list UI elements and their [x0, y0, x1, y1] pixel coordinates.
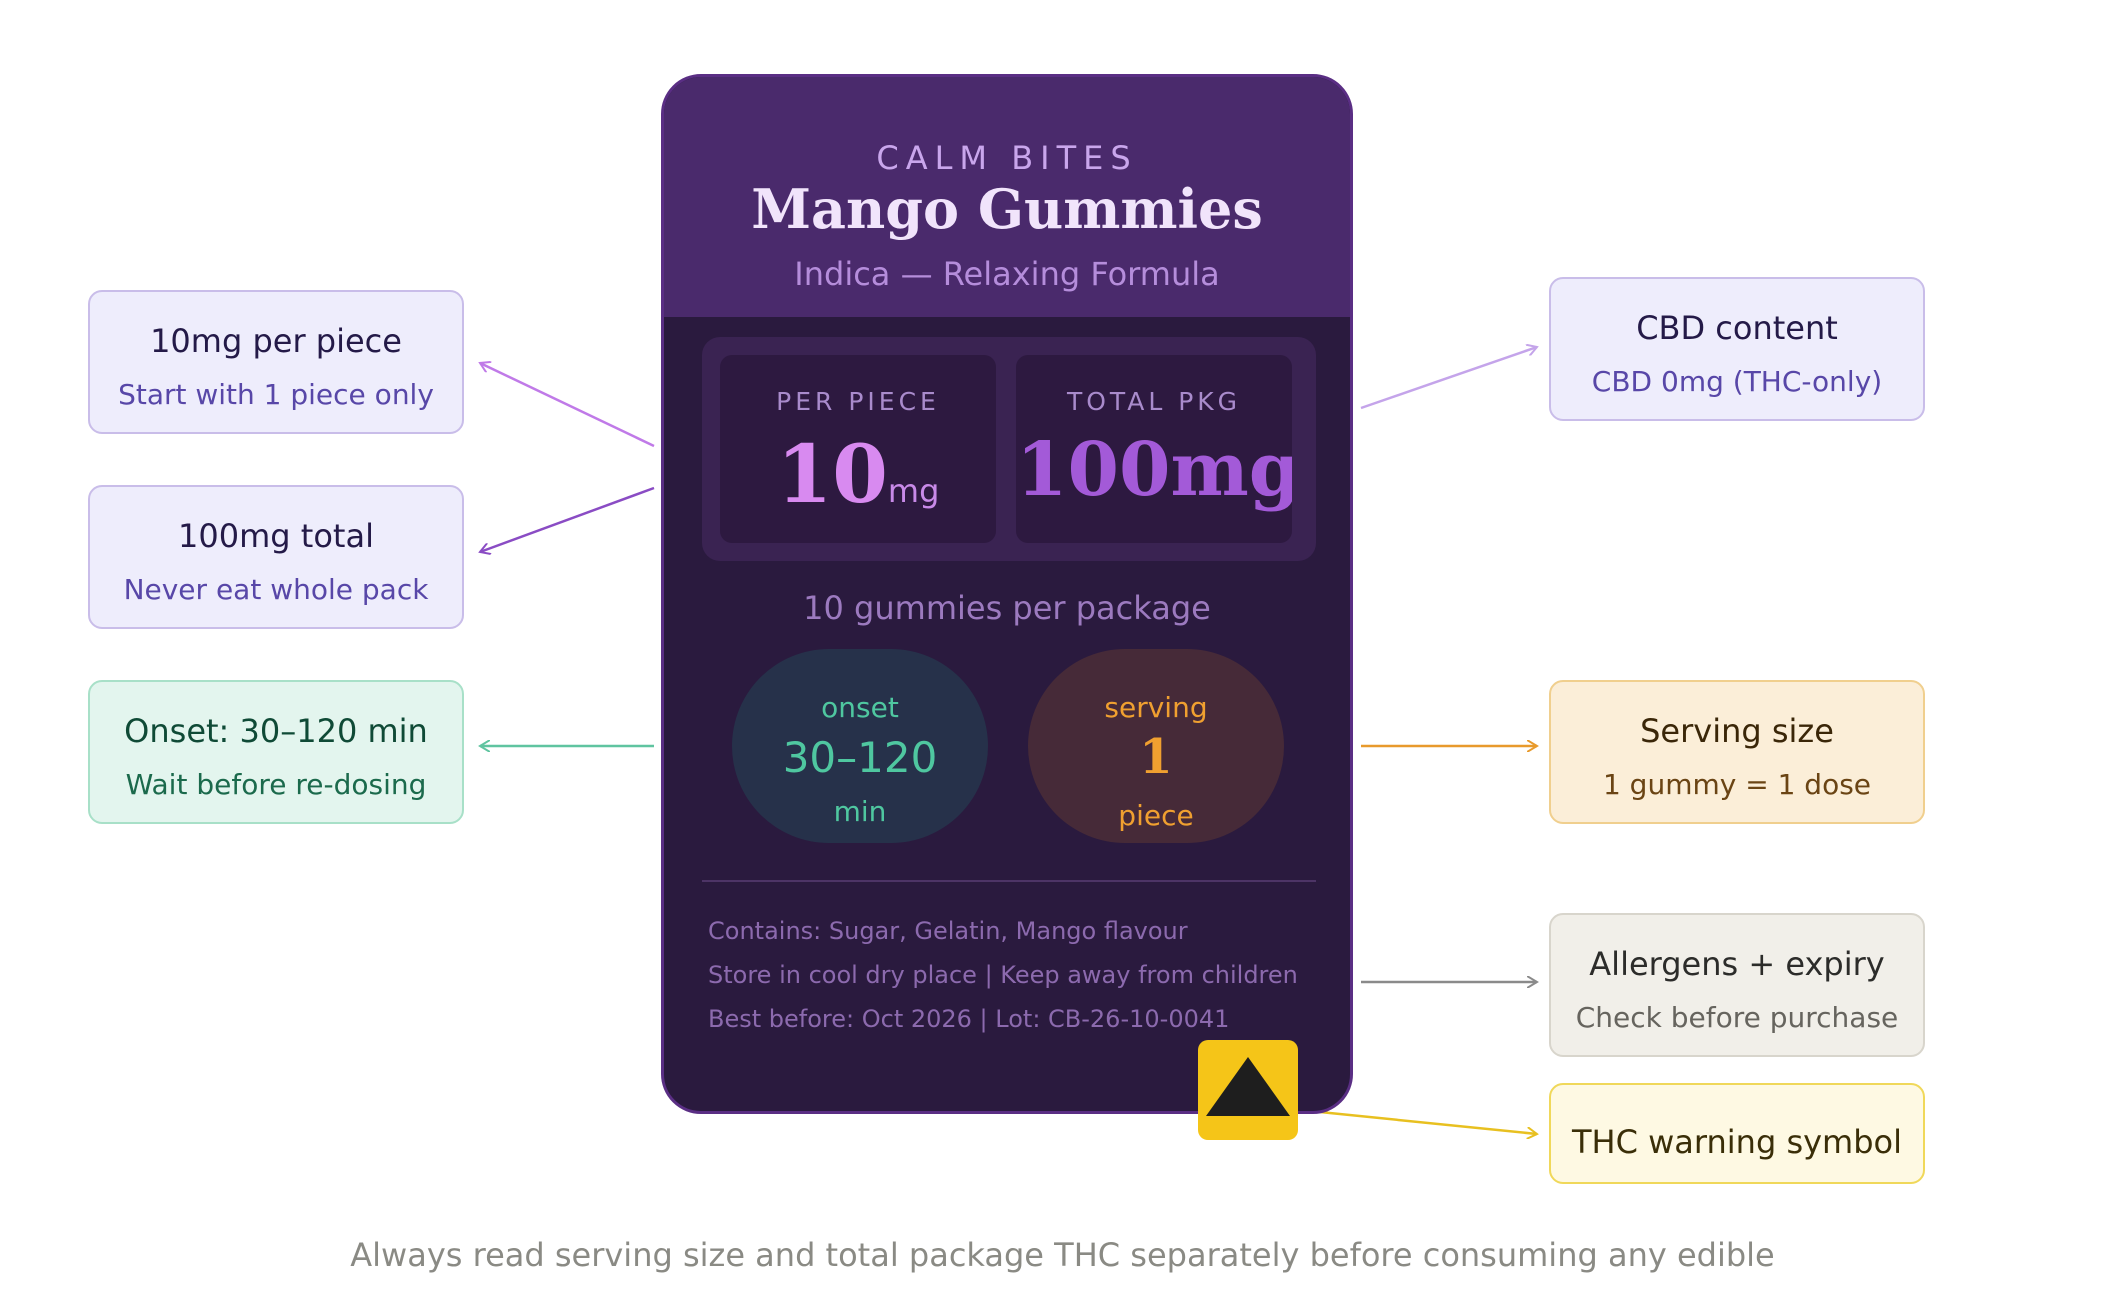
strain-subtitle: Indica — Relaxing Formula [794, 255, 1220, 293]
callout-per-piece-title: 10mg per piece [150, 322, 402, 360]
footer-advice: Always read serving size and total packa… [350, 1236, 1775, 1274]
arrow-cbd [1360, 347, 1537, 410]
ingredients-line: Contains: Sugar, Gelatin, Mango flavour [708, 917, 1188, 945]
arrow-total [480, 486, 655, 552]
total-pkg-value: 100mg [1016, 427, 1292, 513]
arrow-warning [1299, 1108, 1537, 1134]
arrow-per-piece [480, 363, 655, 448]
per-piece-label: PER PIECE [776, 387, 940, 416]
dose-panel: PER PIECE 10mg TOTAL PKG 100mg [702, 337, 1316, 561]
card-divider [702, 880, 1316, 882]
callout-allergens: Allergens + expiry Check before purchase [1549, 913, 1925, 1057]
total-pkg-box: TOTAL PKG 100mg [1016, 355, 1292, 543]
callout-onset-title: Onset: 30–120 min [124, 712, 428, 750]
callout-warning-title: THC warning symbol [1572, 1123, 1902, 1161]
serving-value: 1 [1139, 729, 1173, 785]
warning-triangle-icon [1206, 1057, 1290, 1116]
callout-per-piece: 10mg per piece Start with 1 piece only [88, 290, 464, 434]
serving-unit: piece [1118, 799, 1194, 832]
callout-warning: THC warning symbol [1549, 1083, 1925, 1184]
package-card: CALM BITES Mango Gummies Indica — Relaxi… [661, 74, 1353, 1114]
pack-count: 10 gummies per package [803, 589, 1211, 627]
callout-serving: Serving size 1 gummy = 1 dose [1549, 680, 1925, 824]
callout-allergens-subtitle: Check before purchase [1575, 1001, 1899, 1034]
expiry-line: Best before: Oct 2026 | Lot: CB-26-10-00… [708, 1005, 1230, 1033]
callout-per-piece-subtitle: Start with 1 piece only [118, 378, 434, 411]
per-piece-value: 10mg [720, 427, 996, 521]
per-piece-number: 10 [776, 427, 888, 521]
callout-total-title: 100mg total [178, 517, 374, 555]
callout-cbd: CBD content CBD 0mg (THC-only) [1549, 277, 1925, 421]
serving-label: serving [1104, 691, 1208, 724]
callout-total: 100mg total Never eat whole pack [88, 485, 464, 629]
callout-serving-title: Serving size [1640, 712, 1834, 750]
onset-value: 30–120 [782, 733, 938, 782]
product-name: Mango Gummies [751, 177, 1263, 241]
onset-badge: onset 30–120 min [732, 649, 988, 843]
callout-onset: Onset: 30–120 min Wait before re-dosing [88, 680, 464, 824]
storage-line: Store in cool dry place | Keep away from… [708, 961, 1298, 989]
callout-total-subtitle: Never eat whole pack [123, 573, 429, 606]
callout-allergens-title: Allergens + expiry [1589, 945, 1885, 983]
callout-serving-subtitle: 1 gummy = 1 dose [1602, 768, 1872, 801]
package-header: CALM BITES Mango Gummies Indica — Relaxi… [664, 77, 1350, 317]
total-pkg-label: TOTAL PKG [1066, 387, 1242, 416]
callout-onset-subtitle: Wait before re-dosing [125, 768, 427, 801]
per-piece-box: PER PIECE 10mg [720, 355, 996, 543]
callout-cbd-subtitle: CBD 0mg (THC-only) [1591, 365, 1883, 398]
onset-unit: min [833, 795, 887, 828]
per-piece-unit: mg [887, 472, 940, 510]
onset-label: onset [821, 691, 899, 724]
total-pkg-number: 100mg [1016, 427, 1292, 513]
brand-name: CALM BITES [876, 139, 1138, 177]
callout-cbd-title: CBD content [1636, 309, 1838, 347]
thc-warning-symbol [1198, 1040, 1298, 1140]
serving-badge: serving 1 piece [1028, 649, 1284, 843]
